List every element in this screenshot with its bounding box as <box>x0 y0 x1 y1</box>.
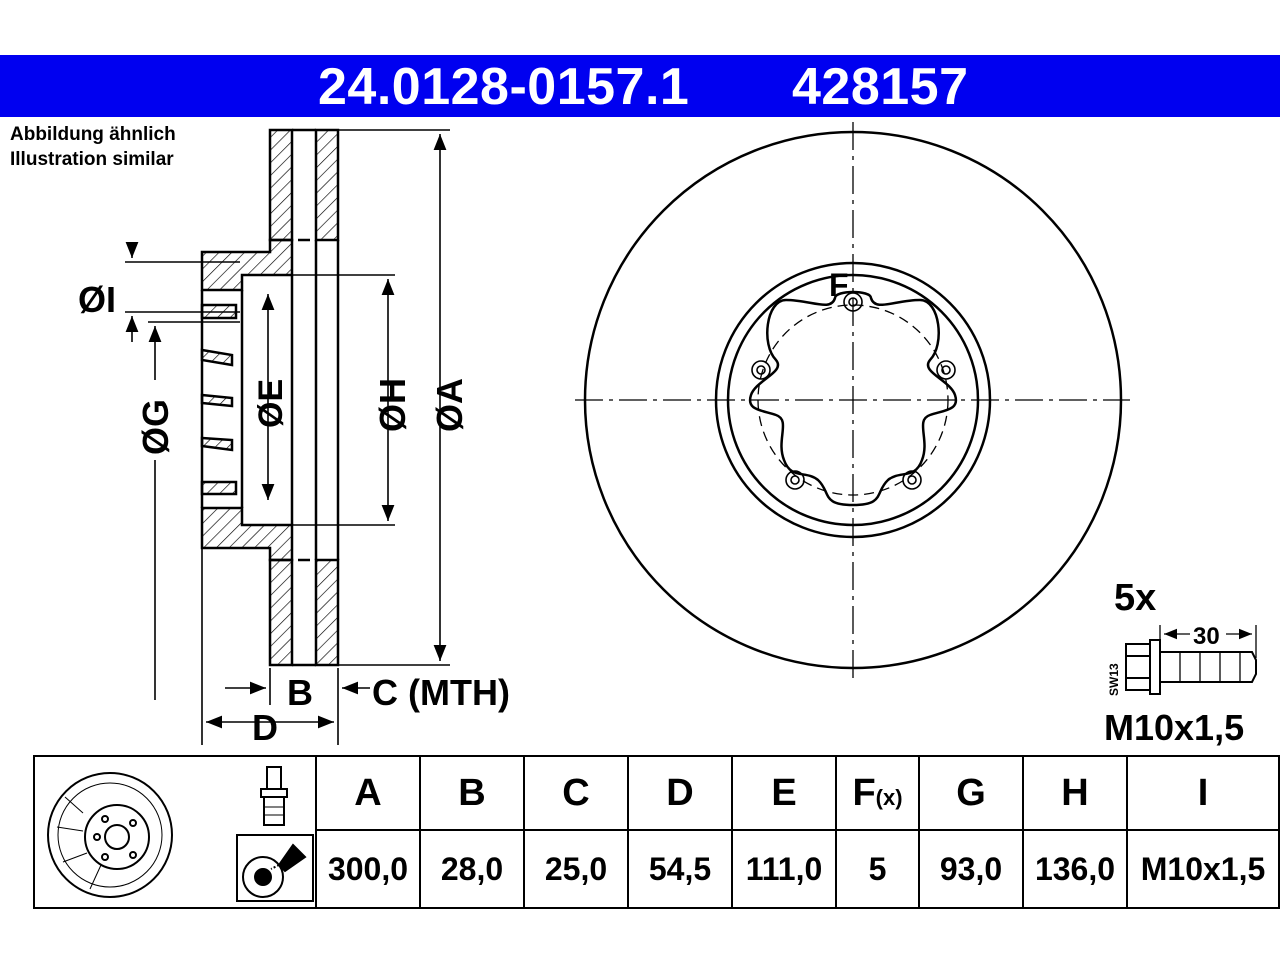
value-b: 28,0 <box>419 829 525 909</box>
value-c: 25,0 <box>523 829 629 909</box>
note-illustration-en: Illustration similar <box>10 149 174 170</box>
header-f-letter: F <box>852 771 876 814</box>
center-bore-star <box>748 290 958 507</box>
label-width-d: D <box>252 707 278 748</box>
value-i: M10x1,5 <box>1126 829 1280 909</box>
label-width-c: C (MTH) <box>372 672 510 713</box>
header-e: E <box>731 755 837 831</box>
section-ring-top <box>268 128 294 242</box>
bolt-count: 5x <box>1114 577 1156 619</box>
section-hat-top <box>200 238 294 292</box>
header-h: H <box>1022 755 1128 831</box>
label-dia-i: ØI <box>78 279 116 320</box>
wheel-bolt-drawing <box>1125 625 1257 695</box>
front-view <box>575 122 1130 680</box>
bolt-hole-lower-left <box>785 470 805 490</box>
reference-number: 428157 <box>792 58 969 116</box>
label-dia-h: ØH <box>372 378 413 432</box>
value-d: 54,5 <box>627 829 733 909</box>
note-illustration-de: Abbildung ähnlich <box>10 124 176 145</box>
header-i: I <box>1126 755 1280 831</box>
section-ring-bottom <box>268 558 294 667</box>
bolt-thread: M10x1,5 <box>1104 707 1244 748</box>
cross-section-view <box>200 128 340 667</box>
part-number: 24.0128-0157.1 <box>318 58 690 116</box>
bolt-hole-upper-left <box>751 360 771 380</box>
value-e: 111,0 <box>731 829 837 909</box>
label-dia-e: ØE <box>252 379 290 428</box>
section-hat-bottom <box>200 506 294 562</box>
header-d: D <box>627 755 733 831</box>
bolt-hole-upper-right <box>936 360 956 380</box>
bolt-wrench-size: SW13 <box>1107 663 1121 696</box>
value-f: 5 <box>835 829 920 909</box>
header-f: F(x) <box>835 755 920 831</box>
header-a: A <box>315 755 421 831</box>
value-g: 93,0 <box>918 829 1024 909</box>
header-banner: 24.0128-0157.1 428157 <box>0 55 1280 117</box>
header-f-suffix: (x) <box>875 784 903 810</box>
header-c: C <box>523 755 629 831</box>
label-dia-g: ØG <box>135 399 176 455</box>
header-b: B <box>419 755 525 831</box>
bolt-length: 30 <box>1193 623 1220 650</box>
disc-icons-cell <box>33 755 317 909</box>
label-width-b: B <box>287 672 313 713</box>
bolt-hole-top <box>843 292 863 312</box>
value-a: 300,0 <box>315 829 421 909</box>
disc-illustration-icon <box>47 766 314 902</box>
bolt-icon <box>260 766 288 826</box>
dimension-lines <box>125 129 450 745</box>
header-g: G <box>918 755 1024 831</box>
bolt-hole-lower-right <box>902 470 922 490</box>
value-h: 136,0 <box>1022 829 1128 909</box>
cleaning-spray-icon <box>236 834 314 902</box>
spec-table: A B C D E F(x) G H I 300,0 28,0 25,0 54,… <box>33 755 1280 909</box>
label-face-f: F <box>829 267 849 303</box>
label-dia-a: ØA <box>429 378 470 432</box>
